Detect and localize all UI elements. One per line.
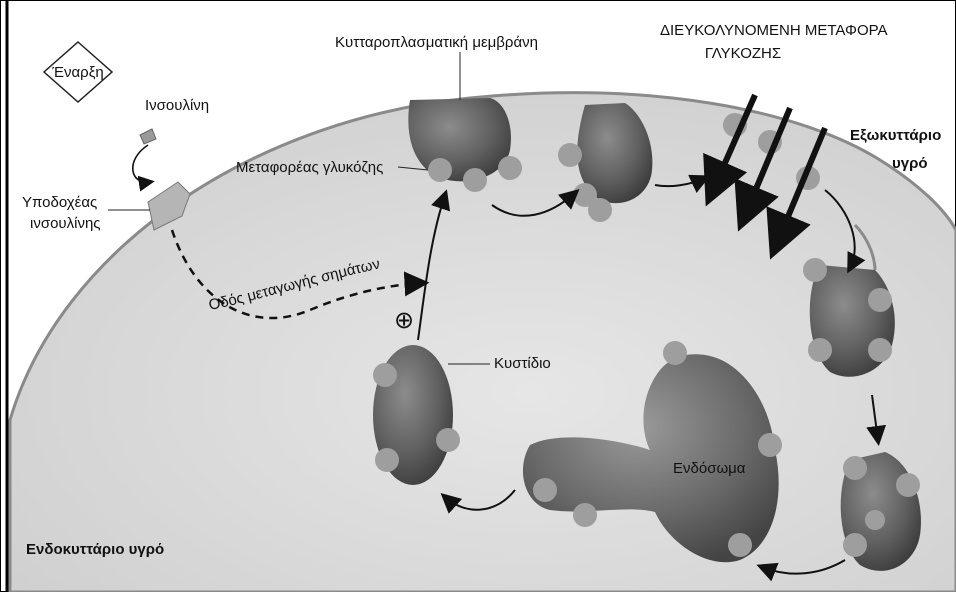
facilitated-label-1: ΔΙΕΥΚΟΛΥΝΟΜΕΝΗ ΜΕΤΑΦΟΡΑ (660, 22, 888, 39)
endosome-label: Ενδόσωμα (673, 460, 746, 477)
vesicle-label: Κυστίδιο (494, 355, 551, 372)
transporter-label: Μεταφορέας γλυκόζης (236, 159, 383, 176)
facilitated-label-2: ΓΛΥΚΟΖΗΣ (705, 45, 781, 62)
receptor-label-2: ινσουλίνης (30, 215, 101, 232)
insulin-label: Ινσουλίνη (145, 97, 209, 114)
membrane-label: Κυτταροπλασματική μεμβράνη (335, 34, 538, 51)
start-label: Έναρξη (51, 64, 104, 81)
intracellular-label: Ενδοκυττάριο υγρό (26, 541, 164, 558)
plus-sign: ⊕ (394, 307, 414, 334)
extracellular-label-2: υγρό (892, 155, 928, 172)
extracellular-label-1: Εξωκυττάριο (850, 127, 941, 144)
receptor-label-1: Υποδοχέας (22, 194, 97, 211)
